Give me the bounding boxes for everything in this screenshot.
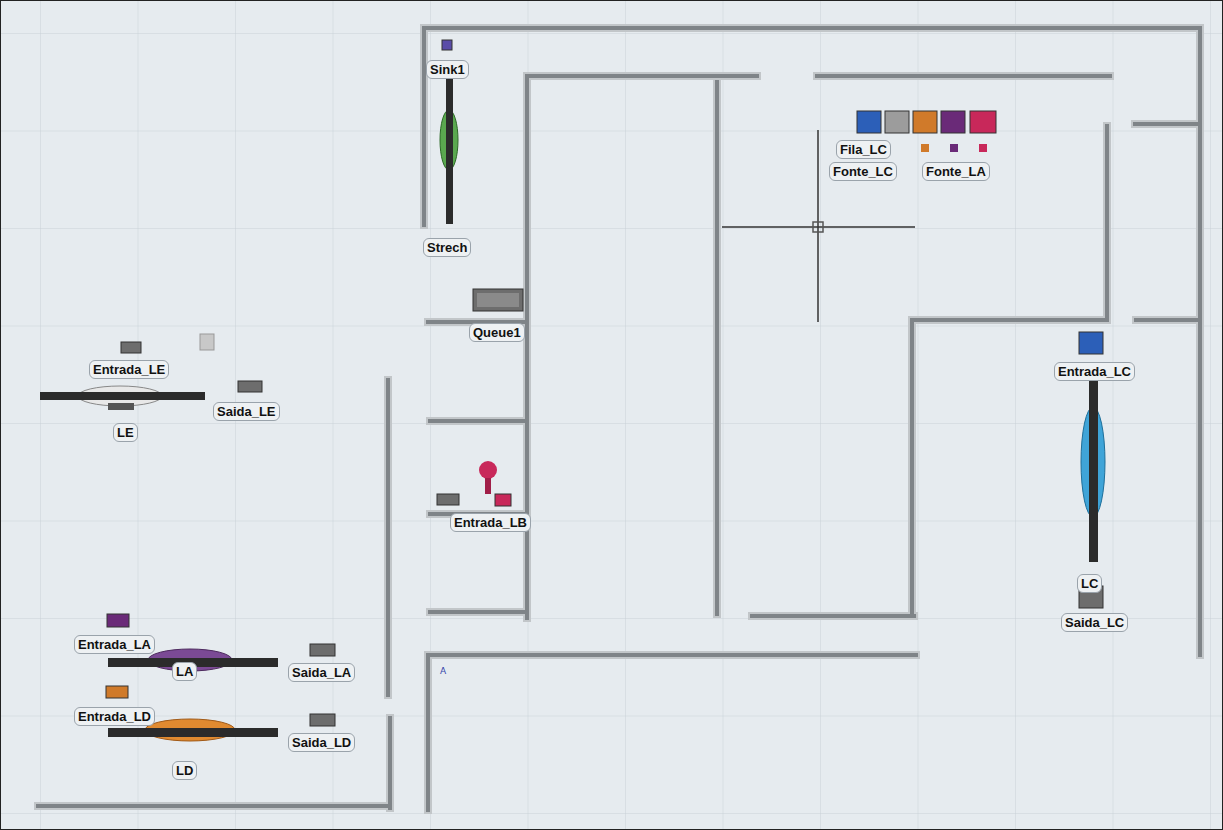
label-text: Fila_LC	[840, 142, 887, 157]
entry-box	[1079, 332, 1103, 354]
object-label: LC	[1077, 574, 1102, 593]
label-text: Saida_LC	[1065, 615, 1124, 630]
label-text: Entrada_LD	[78, 709, 151, 724]
object-label: Entrada_LA	[74, 635, 155, 654]
label-text: Fonte_LC	[833, 164, 893, 179]
object-label: Saida_LD	[288, 733, 355, 752]
queue-box	[970, 111, 996, 133]
label-text: Strech	[427, 240, 467, 255]
label-text: Entrada_LC	[1058, 364, 1131, 379]
operator	[200, 334, 214, 350]
source-icon	[921, 144, 929, 152]
exit-box	[238, 381, 262, 392]
le-conveyor	[40, 392, 205, 400]
queue-box	[885, 111, 909, 133]
label-text: Sink1	[430, 62, 465, 77]
label-text: Saida_LE	[217, 404, 276, 419]
queue-box	[913, 111, 937, 133]
label-text: Queue1	[473, 325, 521, 340]
object-label: Fonte_LA	[922, 162, 990, 181]
object-label: Saida_LA	[288, 663, 355, 682]
label-text: Fonte_LA	[926, 164, 986, 179]
wall-shadow	[38, 28, 1200, 810]
object-label: Strech	[423, 238, 471, 257]
label-text: Entrada_LA	[78, 637, 151, 652]
entry-box	[106, 686, 128, 698]
label-text: Saida_LA	[292, 665, 351, 680]
object-label: Saida_LE	[213, 402, 280, 421]
object-label: Entrada_LE	[89, 360, 169, 379]
stretch-conveyor	[446, 78, 453, 224]
crosshair	[722, 130, 915, 322]
object-label: LD	[172, 761, 197, 780]
object-label: Entrada_LD	[74, 707, 155, 726]
exit-box	[310, 644, 335, 656]
object-label: Fonte_LC	[829, 162, 897, 181]
object-label: Entrada_LB	[450, 513, 531, 532]
source-icon	[979, 144, 987, 152]
entry-box	[495, 494, 511, 506]
object-label: Sink1	[426, 60, 469, 79]
robot	[479, 461, 497, 479]
queue-box	[857, 111, 881, 133]
ld-conveyor	[108, 728, 278, 737]
label-text: LD	[176, 763, 193, 778]
marker-letter: A	[440, 666, 446, 676]
label-text: Entrada_LE	[93, 362, 165, 377]
source-icon	[950, 144, 958, 152]
object-label: Entrada_LC	[1054, 362, 1135, 381]
label-text: Entrada_LB	[454, 515, 527, 530]
queue-box	[941, 111, 965, 133]
entry-box	[107, 614, 129, 627]
object-label: Queue1	[469, 323, 525, 342]
wall	[38, 28, 1200, 810]
object-label: LE	[113, 423, 138, 442]
label-text: LE	[117, 425, 134, 440]
label-text: Saida_LD	[292, 735, 351, 750]
lc-conveyor	[1089, 378, 1098, 562]
object-label: LA	[172, 662, 197, 681]
exit-box	[310, 714, 335, 726]
entry-box	[437, 494, 459, 505]
object-label: Saida_LC	[1061, 613, 1128, 632]
label-text: LC	[1081, 576, 1098, 591]
entry-box	[121, 342, 141, 353]
sink-icon	[442, 40, 452, 50]
queue-tray	[473, 289, 523, 311]
label-text: LA	[176, 664, 193, 679]
object-label: Fila_LC	[836, 140, 891, 159]
